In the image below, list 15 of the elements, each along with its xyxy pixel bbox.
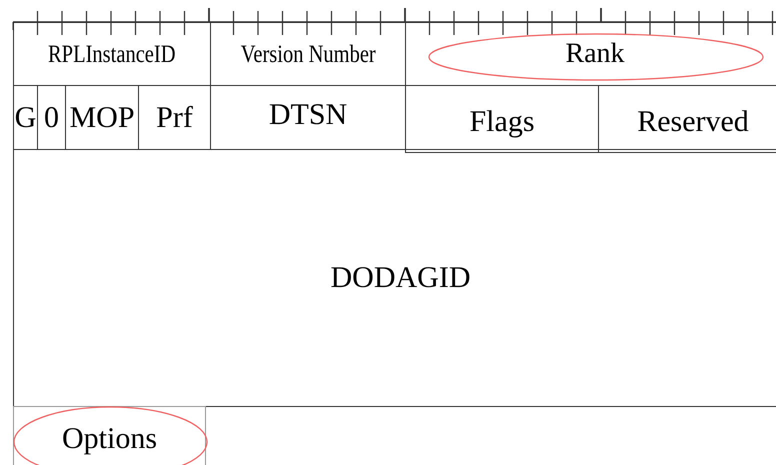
field-cell: [13, 22, 211, 86]
field-label: 0: [44, 102, 59, 132]
field-label: DTSN: [268, 100, 348, 130]
field-label: DODAGID: [330, 263, 470, 293]
field-label: Rank: [565, 40, 625, 68]
field-label: Options: [62, 424, 157, 454]
field-label: Flags: [469, 107, 534, 137]
field-label: MOP: [69, 102, 135, 132]
field-label: Version Number: [240, 42, 376, 66]
field-label: RPLInstanceID: [48, 42, 176, 66]
field-cell: [13, 149, 776, 407]
field-cell: [13, 85, 38, 150]
field-label: Prf: [156, 102, 193, 132]
field-label: Reserved: [637, 107, 749, 137]
field-label: G: [14, 102, 36, 132]
